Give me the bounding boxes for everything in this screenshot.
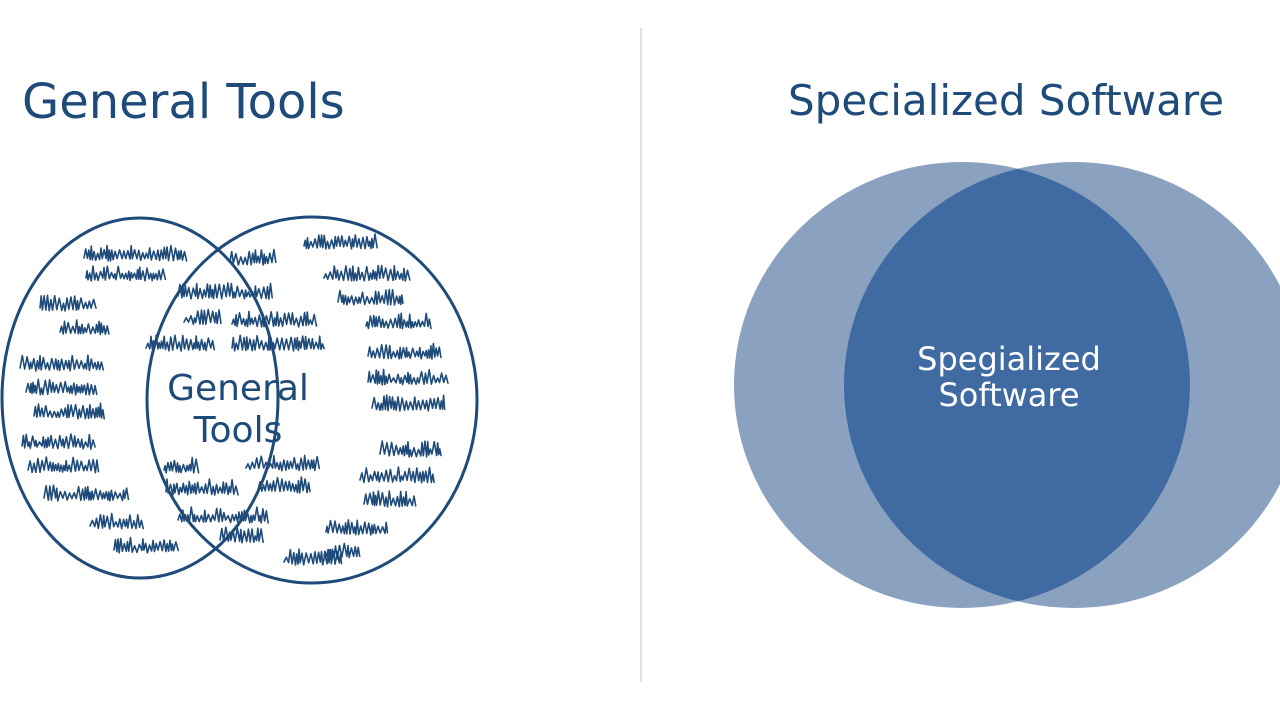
- handwritten-scribbles: [19, 233, 449, 566]
- handwriting-scribble: [231, 310, 318, 328]
- handwriting-scribble: [229, 248, 277, 266]
- handwriting-scribble: [337, 288, 404, 306]
- specialized-software-heading: Specialized Software: [788, 76, 1225, 125]
- handwriting-scribble: [219, 526, 264, 544]
- specialized-software-overlap-label: Spegialized Software: [854, 341, 1164, 413]
- handwriting-scribble: [27, 456, 100, 474]
- handwriting-scribble: [231, 334, 325, 352]
- handwriting-scribble: [183, 308, 222, 326]
- handwriting-scribble: [283, 548, 343, 566]
- handwriting-scribble: [39, 294, 97, 312]
- handwriting-scribble: [379, 440, 442, 458]
- handwriting-scribble: [323, 264, 411, 282]
- handwriting-scribble: [367, 368, 449, 386]
- handwriting-scribble: [367, 342, 442, 360]
- handwriting-scribble: [359, 466, 435, 484]
- handwriting-scribble: [163, 456, 200, 474]
- handwriting-scribble: [85, 265, 167, 282]
- handwriting-scribble: [43, 484, 130, 502]
- handwriting-scribble: [21, 433, 96, 450]
- general-tools-label-line2: Tools: [193, 410, 283, 451]
- handwriting-scribble: [303, 233, 378, 250]
- handwriting-scribble: [323, 542, 361, 560]
- handwriting-scribble: [83, 244, 188, 262]
- handwriting-scribble: [177, 282, 273, 300]
- panel-divider: [640, 28, 642, 682]
- handwriting-scribble: [165, 478, 239, 496]
- handwriting-scribble: [365, 312, 432, 330]
- left-venn-circle-a: [0, 216, 280, 580]
- handwriting-scribble: [177, 506, 269, 524]
- handwriting-scribble: [19, 354, 105, 372]
- general-tools-overlap-label: General Tools: [120, 368, 356, 452]
- general-tools-label-line1: General: [167, 368, 309, 409]
- handwriting-scribble: [33, 402, 105, 420]
- handwriting-scribble: [89, 512, 144, 530]
- right-venn-circle-b: [145, 215, 479, 585]
- handwriting-scribble: [145, 334, 216, 352]
- handwriting-scribble: [113, 536, 180, 554]
- handwriting-scribble: [325, 519, 389, 536]
- handwriting-scribble: [257, 476, 311, 494]
- general-tools-heading: General Tools: [22, 74, 345, 130]
- specialized-label-line2: Software: [938, 376, 1080, 414]
- handwriting-scribble: [371, 394, 446, 412]
- handwriting-scribble: [363, 490, 417, 508]
- handwriting-scribble: [25, 378, 98, 396]
- handwriting-scribble: [59, 319, 110, 336]
- specialized-label-line1: Spegialized: [917, 340, 1101, 378]
- handwriting-scribble: [245, 454, 321, 472]
